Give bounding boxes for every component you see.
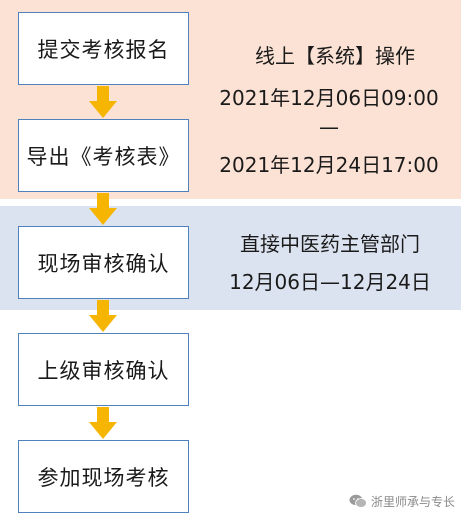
watermark: 浙里师承与专长 <box>349 493 455 510</box>
onsite-info-title: 直接中医药主管部门 <box>240 232 420 256</box>
online-start-time: 2021年12月06日09:00 <box>219 86 439 110</box>
step-label: 参加现场考核 <box>37 465 170 490</box>
wechat-icon <box>349 494 367 508</box>
step-submit-registration: 提交考核报名 <box>18 12 189 85</box>
step-superior-review: 上级审核确认 <box>18 333 189 406</box>
flow-arrow-icon <box>89 407 117 439</box>
step-label: 提交考核报名 <box>37 37 170 62</box>
step-label: 现场审核确认 <box>37 251 170 276</box>
flow-arrow-icon <box>89 193 117 225</box>
online-end-time: 2021年12月24日17:00 <box>219 153 439 177</box>
flow-arrow-icon <box>89 86 117 118</box>
step-label: 上级审核确认 <box>37 358 170 383</box>
step-export-form: 导出《考核表》 <box>18 119 189 192</box>
onsite-period: 12月06日—12月24日 <box>229 270 431 294</box>
online-time-separator: — <box>319 115 339 139</box>
step-onsite-exam: 参加现场考核 <box>18 440 189 513</box>
step-onsite-review: 现场审核确认 <box>18 226 189 299</box>
flow-arrow-icon <box>89 300 117 332</box>
online-info-title: 线上【系统】操作 <box>255 44 415 68</box>
watermark-text: 浙里师承与专长 <box>370 495 455 509</box>
step-label: 导出《考核表》 <box>26 144 181 169</box>
